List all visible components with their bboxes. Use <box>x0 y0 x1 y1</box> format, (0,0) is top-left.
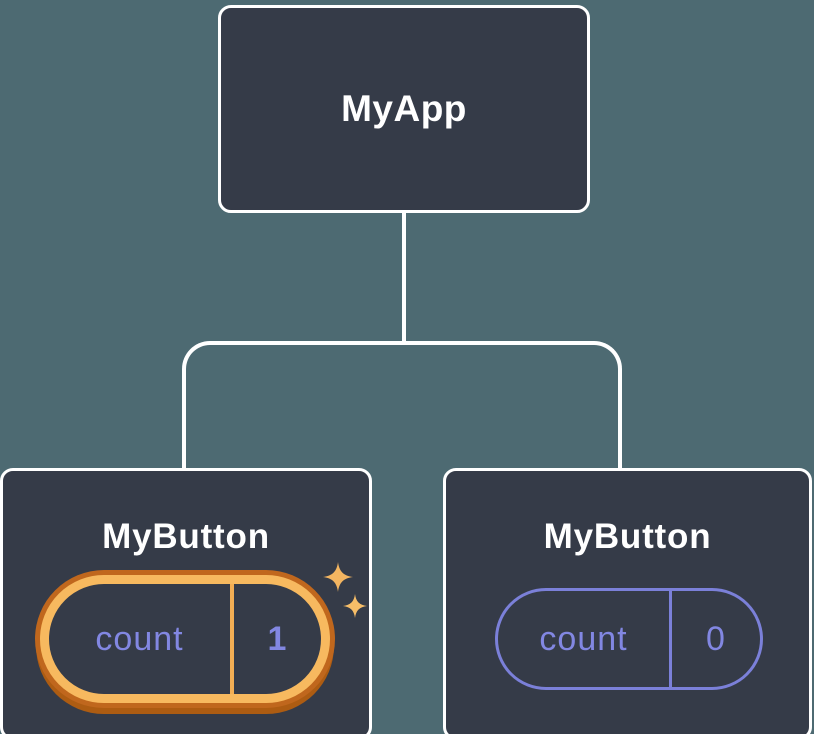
state-value-label: 1 <box>267 619 288 658</box>
child-component-node-left: MyButton count 1 <box>0 468 372 734</box>
child-component-node-right: MyButton count 0 <box>443 468 812 734</box>
state-pill-plain: count 0 <box>495 588 763 690</box>
root-component-node: MyApp <box>218 5 590 213</box>
connector-stem <box>402 211 406 343</box>
sparkle-icon-small <box>343 594 367 618</box>
state-pill-highlighted: count 1 <box>40 575 330 703</box>
pill-divider <box>669 591 672 687</box>
root-component-label: MyApp <box>341 88 467 129</box>
sparkle-icon-large <box>323 562 353 592</box>
state-key-label: count <box>95 619 184 658</box>
state-key-label: count <box>539 619 628 658</box>
pill-divider <box>230 584 234 694</box>
child-component-label: MyButton <box>102 517 270 556</box>
state-value-label: 0 <box>706 619 726 658</box>
connector-branch <box>182 341 622 471</box>
child-component-label: MyButton <box>543 517 712 556</box>
